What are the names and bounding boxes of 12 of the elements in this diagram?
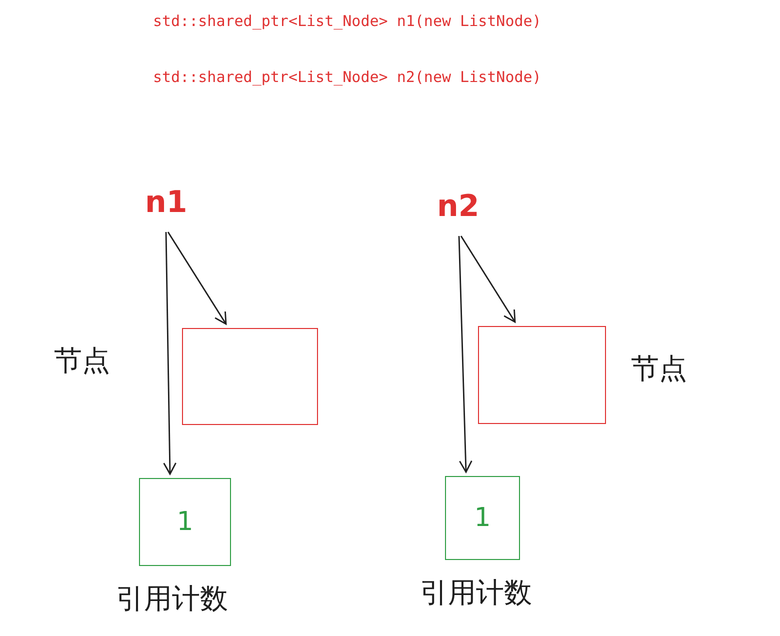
arrow xyxy=(167,232,227,325)
side-label: 引用计数 xyxy=(420,577,532,609)
pointer-name: n2 xyxy=(437,192,483,224)
arrow xyxy=(163,232,177,475)
pointer-name: n1 xyxy=(145,188,185,220)
side-label: 引用计数 xyxy=(116,583,228,615)
code-line: std::shared_ptr<List_Node> n2(new ListNode) xyxy=(153,68,542,86)
arrow xyxy=(460,236,516,323)
side-label: 节点 xyxy=(54,345,110,377)
side-label: 节点 xyxy=(631,353,687,385)
arrow xyxy=(458,236,472,473)
code-line: std::shared_ptr<List_Node> n1(new ListNode) xyxy=(153,12,542,30)
